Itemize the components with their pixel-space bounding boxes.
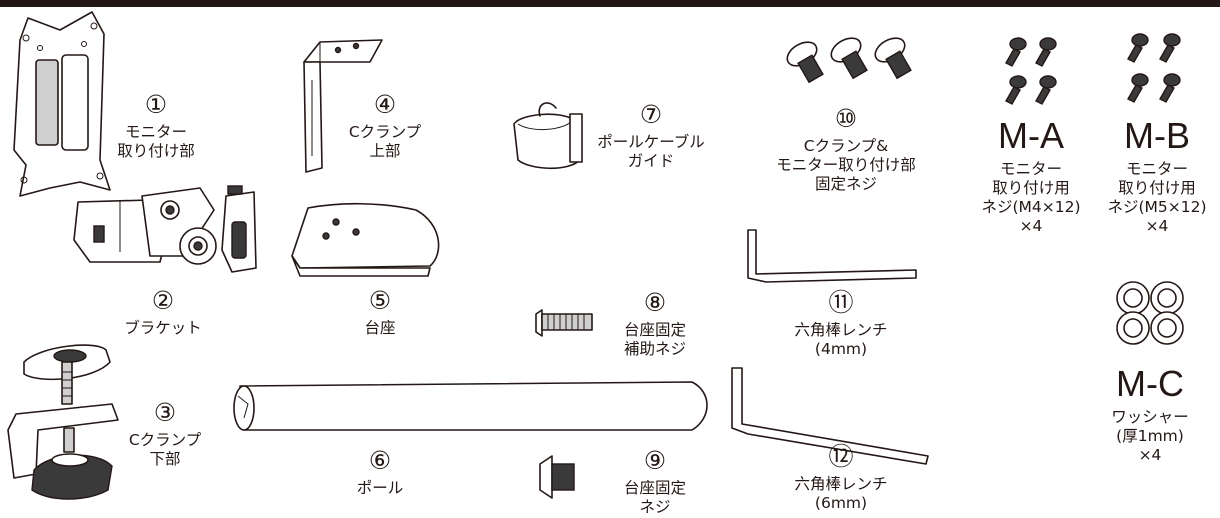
c-clamp-upper-illustration xyxy=(303,39,383,173)
m-b-screws-illustration xyxy=(1127,33,1181,103)
screw-name-line: ×4 xyxy=(1145,217,1169,235)
part-name-line: 下部 xyxy=(149,450,181,468)
part-name-line: 補助ネジ xyxy=(623,340,686,358)
screw-name-line: ワッシャー xyxy=(1111,408,1189,426)
part-label-bracket: ② ブラケット xyxy=(108,286,218,338)
screw-name-line: 取り付け用 xyxy=(992,179,1070,197)
part-name-line: (6mm) xyxy=(814,494,868,512)
screw-code: M-A xyxy=(998,115,1064,156)
part-number: ⑫ xyxy=(828,442,854,471)
fixing-screws-illustration xyxy=(786,37,912,84)
pole-illustration xyxy=(233,381,708,431)
part-label-cable-guide: ⑦ ポールケーブル ガイド xyxy=(586,100,716,171)
part-number: ⑩ xyxy=(834,104,858,133)
part-number: ③ xyxy=(153,398,177,427)
header-bar xyxy=(0,0,1220,7)
screw-label-m-a: M-A モニター 取り付け用 ネジ(M4×12) ×4 xyxy=(976,116,1086,236)
part-name-line: Cクランプ& xyxy=(803,137,889,155)
screw-name-line: ×4 xyxy=(1138,446,1162,464)
c-clamp-lower-illustration xyxy=(7,344,119,500)
screw-name-line: ×4 xyxy=(1019,217,1043,235)
part-number: ② xyxy=(151,286,175,315)
part-label-hex-wrench-6mm: ⑫ 六角棒レンチ (6mm) xyxy=(776,442,906,513)
part-label-c-clamp-upper: ④ Cクランプ 上部 xyxy=(330,90,440,161)
part-label-auxiliary-screw: ⑧ 台座固定 補助ネジ xyxy=(600,288,710,359)
screw-code: M-C xyxy=(1116,363,1184,404)
screw-name-line: ネジ(M4×12) xyxy=(981,198,1081,216)
part-number: ⑥ xyxy=(368,446,392,475)
part-name-line: 台座固定 xyxy=(623,479,686,497)
part-label-monitor-mount: ① モニター 取り付け部 xyxy=(106,90,206,161)
part-number: ⑪ xyxy=(828,288,854,317)
part-name-line: 固定ネジ xyxy=(814,175,877,193)
part-name-line: ブラケット xyxy=(124,319,202,337)
bracket-illustration xyxy=(73,185,257,273)
part-label-pole: ⑥ ポール xyxy=(330,446,430,498)
part-name-line: (4mm) xyxy=(814,340,868,358)
part-label-base-screw: ⑨ 台座固定 ネジ xyxy=(600,446,710,518)
screw-label-m-c: M-C ワッシャー (厚1mm) ×4 xyxy=(1096,364,1204,465)
part-name-line: 六角棒レンチ xyxy=(794,475,888,493)
screw-name-line: モニター xyxy=(999,160,1062,178)
part-number: ④ xyxy=(373,90,397,119)
base-screw-illustration xyxy=(539,455,575,499)
part-number: ⑧ xyxy=(643,288,667,317)
part-name-line: ネジ xyxy=(639,498,671,516)
part-name-line: 台座 xyxy=(364,319,396,337)
part-label-hex-wrench-4mm: ⑪ 六角棒レンチ (4mm) xyxy=(776,288,906,359)
part-name-line: 六角棒レンチ xyxy=(794,321,888,339)
part-label-fixing-screws: ⑩ Cクランプ& モニター取り付け部 固定ネジ xyxy=(768,104,924,194)
base-illustration xyxy=(291,202,440,277)
part-number: ⑨ xyxy=(643,446,667,475)
part-name-line: Cクランプ xyxy=(128,431,202,449)
hex-wrench-4mm-illustration xyxy=(747,229,917,283)
part-number: ⑤ xyxy=(368,286,392,315)
part-name-line: モニター取り付け部 xyxy=(776,156,916,174)
part-number: ⑦ xyxy=(639,100,663,129)
part-name-line: ポール xyxy=(356,479,404,497)
screw-label-m-b: M-B モニター 取り付け用 ネジ(M5×12) ×4 xyxy=(1098,116,1216,236)
screw-name-line: モニター xyxy=(1125,160,1188,178)
auxiliary-screw-illustration xyxy=(535,309,593,337)
part-name-line: Cクランプ xyxy=(348,123,422,141)
m-a-screws-illustration xyxy=(1005,37,1057,105)
screw-name-line: (厚1mm) xyxy=(1116,427,1184,445)
screw-name-line: 取り付け用 xyxy=(1118,179,1196,197)
part-name-line: モニター xyxy=(124,123,187,141)
part-name-line: 上部 xyxy=(369,142,401,160)
screw-name-line: ネジ(M5×12) xyxy=(1107,198,1207,216)
part-label-base: ⑤ 台座 xyxy=(330,286,430,338)
monitor-mount-illustration xyxy=(13,11,111,197)
part-name-line: 台座固定 xyxy=(623,321,686,339)
part-name-line: 取り付け部 xyxy=(117,142,195,160)
part-number: ① xyxy=(144,90,168,119)
part-label-c-clamp-lower: ③ Cクランプ 下部 xyxy=(110,398,220,469)
cable-guide-illustration xyxy=(513,102,583,170)
hex-wrench-6mm-illustration xyxy=(731,367,929,465)
part-name-line: ガイド xyxy=(627,152,675,170)
m-c-washers-illustration xyxy=(1116,281,1184,345)
part-name-line: ポールケーブル xyxy=(597,133,705,151)
screw-code: M-B xyxy=(1124,115,1190,156)
